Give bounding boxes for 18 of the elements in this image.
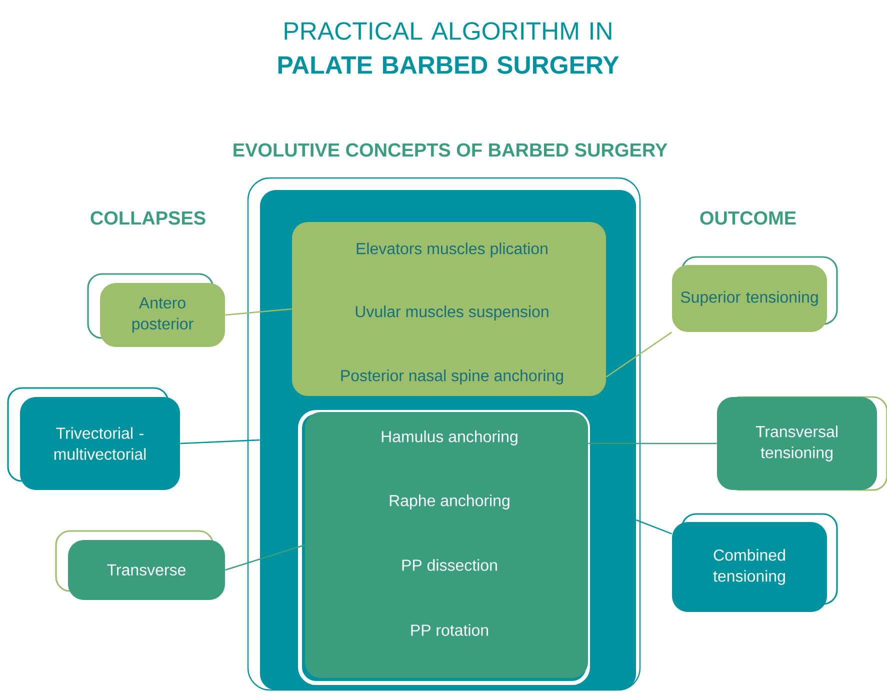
title: PRACTICAL ALGORITHM IN PALATE BARBED SURGERY bbox=[278, 22, 619, 74]
connector-line bbox=[180, 439, 260, 444]
column-heading: COLLAPSES bbox=[90, 211, 206, 225]
column-heading: OUTCOME bbox=[700, 211, 796, 225]
connector-line bbox=[588, 442, 717, 444]
connector-line bbox=[225, 308, 292, 316]
technique-box: Hamulus anchoring Raphe anchoring PP dissection PP rotation bbox=[298, 410, 590, 685]
connector-line bbox=[225, 544, 305, 571]
connector-line bbox=[606, 332, 672, 378]
collapse-box: Transverse bbox=[55, 530, 225, 600]
outcome-box: Transversal tensioning bbox=[717, 396, 887, 491]
connector-line bbox=[636, 519, 672, 534]
outcome-box: Superior tensioning bbox=[672, 256, 838, 332]
outcome-box: Combined tensioning bbox=[672, 513, 838, 612]
collapse-box: Trivectorial - multivectorial bbox=[7, 387, 180, 490]
collapse-box: Antero posterior bbox=[87, 273, 225, 347]
technique-box: Elevators muscles plication Uvular muscles suspension Posterior nasal spine anchoring bbox=[292, 222, 606, 396]
node-label: EVOLUTIVE CONCEPTS OF BARBED SURGERY bbox=[234, 143, 668, 157]
